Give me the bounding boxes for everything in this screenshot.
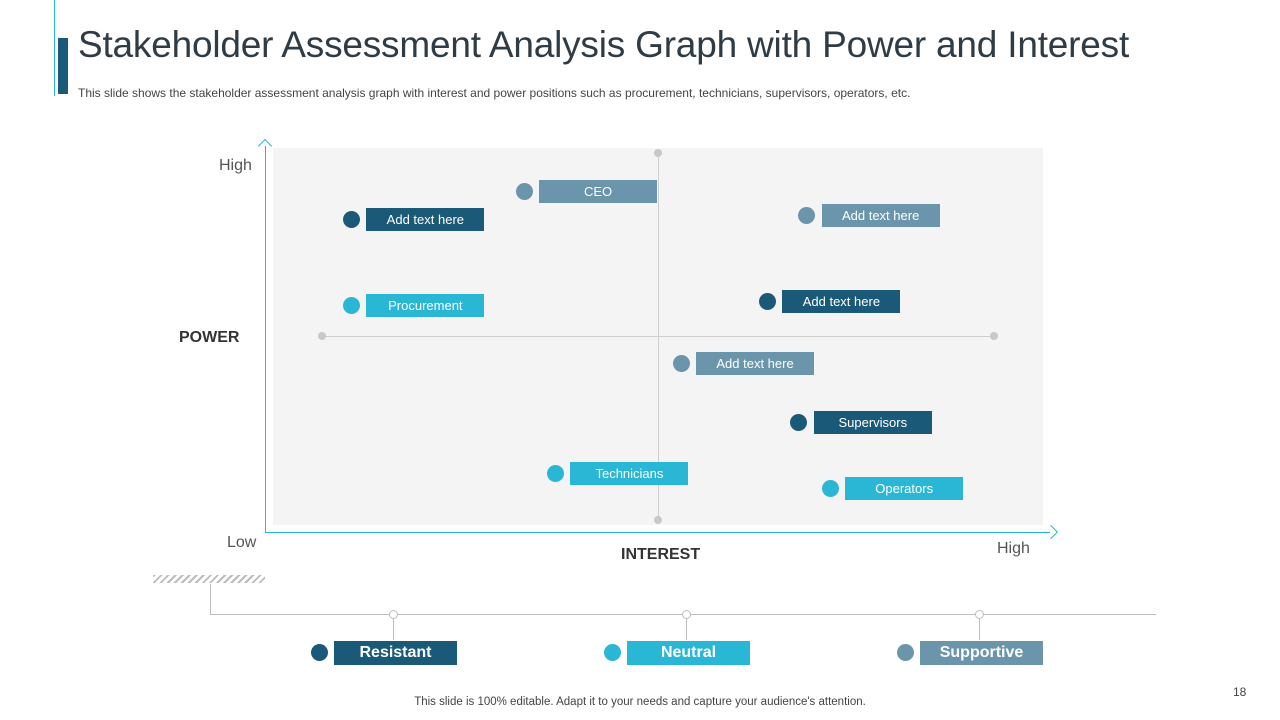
legend-marker bbox=[897, 644, 914, 661]
x-axis-high-label: High bbox=[997, 540, 1030, 557]
slide-subtitle: This slide shows the stakeholder assessm… bbox=[78, 86, 911, 100]
stakeholder-label[interactable]: CEO bbox=[539, 180, 658, 204]
slide-title: Stakeholder Assessment Analysis Graph wi… bbox=[78, 24, 1130, 65]
stakeholder-marker bbox=[546, 464, 564, 482]
stakeholder-marker bbox=[821, 480, 839, 498]
stakeholder-marker bbox=[758, 292, 776, 310]
axis-low-label: Low bbox=[227, 534, 257, 551]
legend-connector bbox=[393, 614, 394, 640]
divider-end-dot bbox=[654, 516, 662, 524]
stakeholder-label[interactable]: Operators bbox=[845, 477, 964, 501]
stakeholder-marker bbox=[342, 210, 360, 228]
stakeholder-marker bbox=[672, 355, 690, 373]
divider-end-dot bbox=[318, 332, 326, 340]
stakeholder-label[interactable]: Add text here bbox=[696, 352, 815, 376]
x-axis-line bbox=[265, 532, 1050, 533]
legend-label: Resistant bbox=[334, 641, 457, 665]
legend-node bbox=[681, 610, 691, 619]
y-axis-arrow-icon bbox=[257, 138, 273, 154]
legend-connector bbox=[210, 584, 211, 614]
legend-node bbox=[974, 610, 984, 619]
stakeholder-marker bbox=[515, 183, 533, 201]
stakeholder-label[interactable]: Supervisors bbox=[813, 411, 932, 435]
y-axis-line bbox=[265, 146, 266, 532]
horizontal-quadrant-divider bbox=[322, 336, 994, 337]
stakeholder-label[interactable]: Add text here bbox=[821, 203, 940, 227]
y-axis-high-label: High bbox=[219, 157, 252, 174]
stakeholder-marker bbox=[790, 414, 808, 432]
page-number: 18 bbox=[1233, 685, 1247, 699]
header-accent-line bbox=[54, 0, 55, 96]
legend-label: Supportive bbox=[920, 641, 1043, 665]
stakeholder-label[interactable]: Add text here bbox=[782, 289, 901, 313]
legend-marker bbox=[311, 644, 328, 661]
stakeholder-label[interactable]: Procurement bbox=[366, 293, 485, 317]
stakeholder-marker bbox=[798, 206, 816, 224]
legend-node bbox=[388, 610, 398, 619]
divider-end-dot bbox=[990, 332, 998, 340]
x-axis-arrow-icon bbox=[1043, 524, 1059, 540]
stakeholder-marker bbox=[342, 296, 360, 314]
legend-connector bbox=[979, 614, 980, 640]
legend-connector bbox=[686, 614, 687, 640]
stakeholder-label[interactable]: Technicians bbox=[570, 461, 689, 485]
hatch-decoration bbox=[153, 575, 265, 583]
stakeholder-label[interactable]: Add text here bbox=[366, 207, 485, 231]
divider-end-dot bbox=[654, 149, 662, 157]
legend-marker bbox=[604, 644, 621, 661]
footer-note: This slide is 100% editable. Adapt it to… bbox=[414, 696, 866, 708]
y-axis-title: POWER bbox=[179, 329, 240, 346]
x-axis-title: INTEREST bbox=[621, 546, 701, 563]
legend-label: Neutral bbox=[627, 641, 750, 665]
header-accent-bar bbox=[58, 38, 68, 94]
